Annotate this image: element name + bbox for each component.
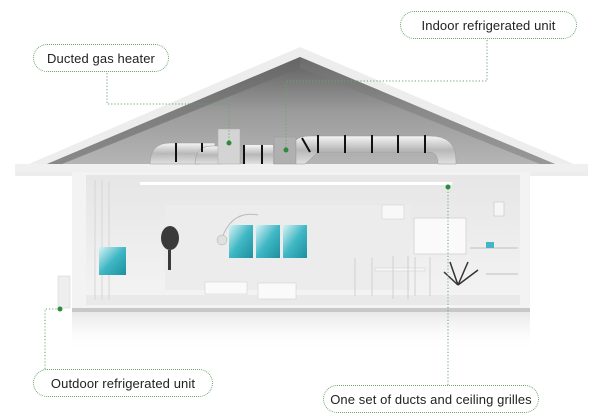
leader-lines <box>44 40 488 385</box>
label-text: Ducted gas heater <box>47 50 155 66</box>
marker-outdoor <box>57 306 63 312</box>
marker-heater <box>226 140 232 146</box>
attic-ductwork <box>149 128 457 165</box>
wall-painting-1 <box>229 225 253 258</box>
ducted-gas-heater-unit <box>217 128 241 165</box>
marker-ducts <box>445 184 451 190</box>
label-text: One set of ducts and ceiling grilles <box>330 391 532 407</box>
marker-indoor <box>283 147 289 153</box>
floor-reflection <box>72 312 530 352</box>
leader-line-indoor <box>285 40 488 150</box>
label-indoor-refrigerated-unit: Indoor refrigerated unit <box>400 11 577 39</box>
house-body <box>57 172 530 352</box>
label-ducted-gas-heater: Ducted gas heater <box>33 44 169 72</box>
plant-right <box>443 261 479 286</box>
plant-left <box>161 226 179 270</box>
label-outdoor-refrigerated-unit: Outdoor refrigerated unit <box>33 369 213 397</box>
leader-line-outdoor <box>44 308 60 369</box>
outdoor-unit-box <box>57 275 71 309</box>
wall-painting-3 <box>283 225 307 258</box>
wall-painting-2 <box>256 225 280 258</box>
label-ducts-and-ceiling-grilles: One set of ducts and ceiling grilles <box>323 385 539 413</box>
marker-dots <box>57 140 451 312</box>
label-text: Indoor refrigerated unit <box>421 17 556 33</box>
wall-painting-left <box>99 247 126 275</box>
label-text: Outdoor refrigerated unit <box>50 375 196 391</box>
